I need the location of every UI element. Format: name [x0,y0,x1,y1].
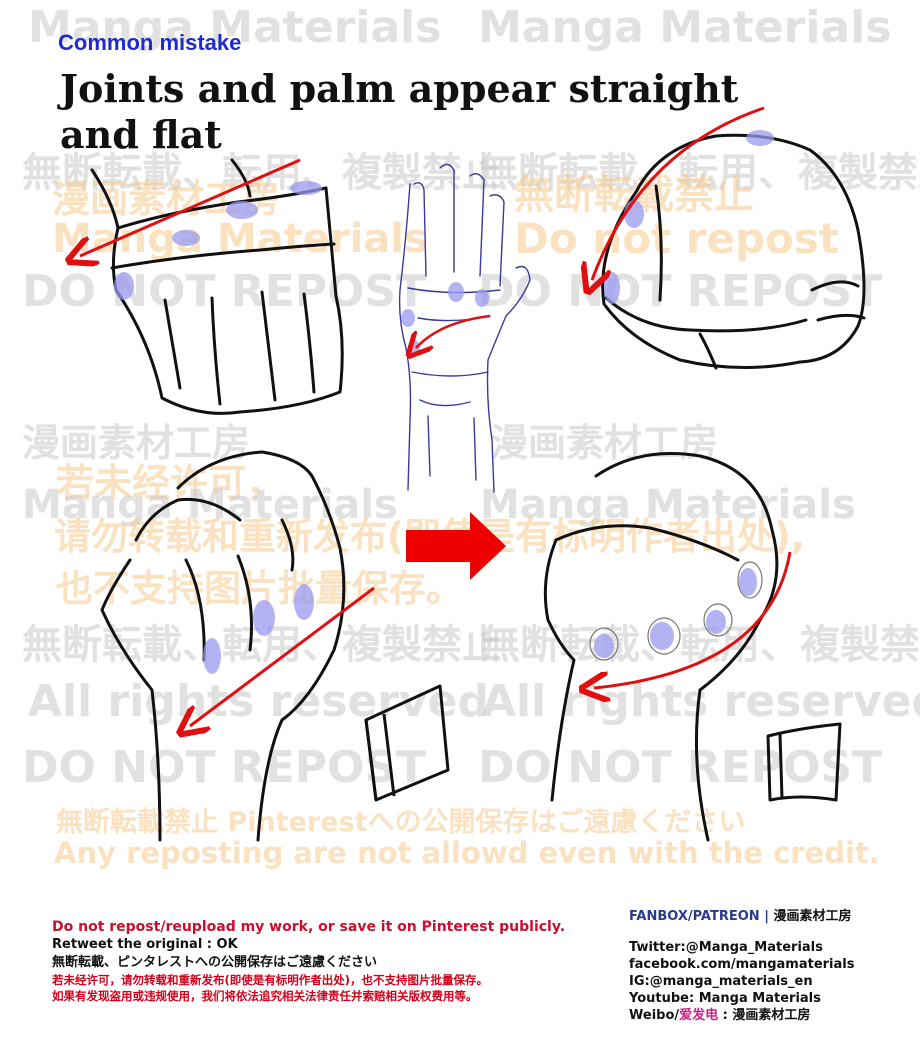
notice-retweet: Retweet the original : OK [52,937,238,952]
watermark-brand-en: Manga Materials [22,482,398,528]
red-arrow-curve-bottom-right [594,551,792,688]
weibo-suffix: : 漫画素材工房 [718,1008,811,1023]
youtube-link[interactable]: Youtube: Manga Materials [629,991,821,1006]
watermark-reposting-en: Any reposting are not allowd even with t… [54,836,880,870]
watermark-cn-line1: 若未经许可， [56,461,285,505]
facebook-link[interactable]: facebook.com/mangamaterials [629,957,855,972]
instagram-link[interactable]: IG:@manga_materials_en [629,974,813,989]
studio-name: 漫画素材工房 [773,909,852,924]
red-arrow-curve-top-right [592,106,765,280]
notice-english: Do not repost/reupload my work, or save … [52,919,566,935]
notice-chinese-1: 若未经许可，请勿转载和重新发布(即使是有标明作者出处)，也不支持图片批量保存。 [52,973,489,987]
footer-notice: Do not repost/reupload my work, or save … [52,918,565,1004]
watermark-all-rights: All rights reserved [482,676,920,727]
fist-bottom-left-drawing [100,450,346,842]
red-arrow-straight-bottom-left [190,586,375,726]
watermark-do-not-repost: Do not repost [514,214,839,263]
shadow-marks [114,181,322,300]
red-arrow-curve-center [416,314,491,348]
twitter-link[interactable]: Twitter:@Manga_Materials [629,940,823,955]
watermark-do-not-repost-caps: DO NOT REPOST [478,742,883,793]
page-title: Joints and palm appear straight and flat [60,66,739,157]
open-hand-center-drawing [398,163,531,493]
footer-links: FANBOX/PATREON | 漫画素材工房 Twitter:@Manga_M… [629,908,854,1024]
watermark-brand-en: Manga Materials [480,482,856,528]
common-mistake-label: Common mistake [58,30,242,55]
weibo-prefix: Weibo/ [629,1008,680,1023]
notice-chinese-2: 如果有发现盗用或违规使用，我们将依法追究相关法律责任并索赔相关版权费用等。 [52,989,478,1003]
watermark-no-repost-jp: 無断転載、転用、複製禁止 [478,150,920,196]
separator: | [759,909,774,924]
notice-japanese: 無断転載、ピンタレストへの公開保存はご遠慮ください [52,955,378,970]
watermark-do-not-repost-caps: DO NOT REPOST [22,266,427,317]
watermark-do-not-repost-caps: DO NOT REPOST [22,742,427,793]
watermark-brand-jp-gray: 漫画素材工房 [490,421,719,465]
big-red-arrow [406,512,506,580]
fist-bottom-right-drawing [543,452,779,842]
curved-box-drawing [766,722,842,802]
watermark-brand-en: Manga Materials [478,2,892,53]
red-arrow-straight [80,158,301,256]
flat-box-drawing [364,684,450,802]
afdian-label: 爱发电 [679,1008,719,1023]
watermark-pinterest-jp: 無断転載禁止 Pinterestへの公開保存はご遠慮ください [56,807,746,838]
platform-line: FANBOX/PATREON | 漫画素材工房 [629,908,854,925]
watermark-brand-en: Manga Materials [28,2,442,53]
platform-link[interactable]: FANBOX/PATREON [629,909,760,924]
fist-top-right-drawing [601,133,866,370]
watermark-brand-jp-gray: 漫画素材工房 [22,421,251,465]
watermark-all-rights: All rights reserved [28,676,489,727]
weibo-link[interactable]: Weibo/爱发电 : 漫画素材工房 [629,1007,854,1024]
watermark-do-not-repost-caps: DO NOT REPOST [478,266,883,317]
fist-top-left-drawing [90,158,344,415]
